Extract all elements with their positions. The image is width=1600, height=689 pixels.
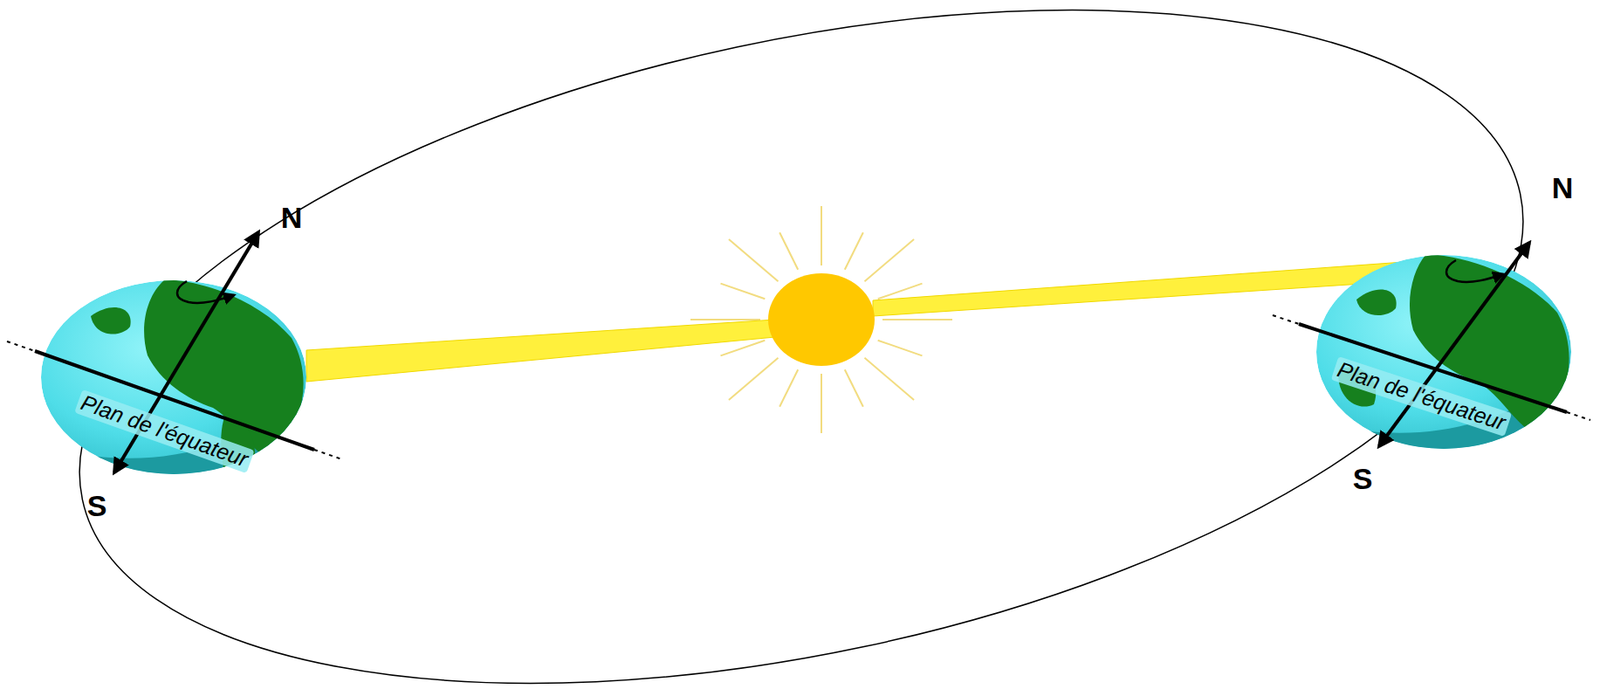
pole-label: N xyxy=(1551,171,1574,205)
pole-label: S xyxy=(1352,462,1374,495)
sun xyxy=(768,273,875,366)
light-beam xyxy=(306,319,776,382)
sun-rays xyxy=(690,206,953,433)
earth xyxy=(0,279,349,552)
pole-label: S xyxy=(87,489,108,522)
orbit-path xyxy=(18,0,1584,689)
earth xyxy=(1269,254,1600,527)
pole-label: N xyxy=(281,201,303,234)
equator-plane xyxy=(6,315,1591,460)
rotation-arrow xyxy=(177,260,1504,303)
rotation-axis xyxy=(114,232,1530,473)
